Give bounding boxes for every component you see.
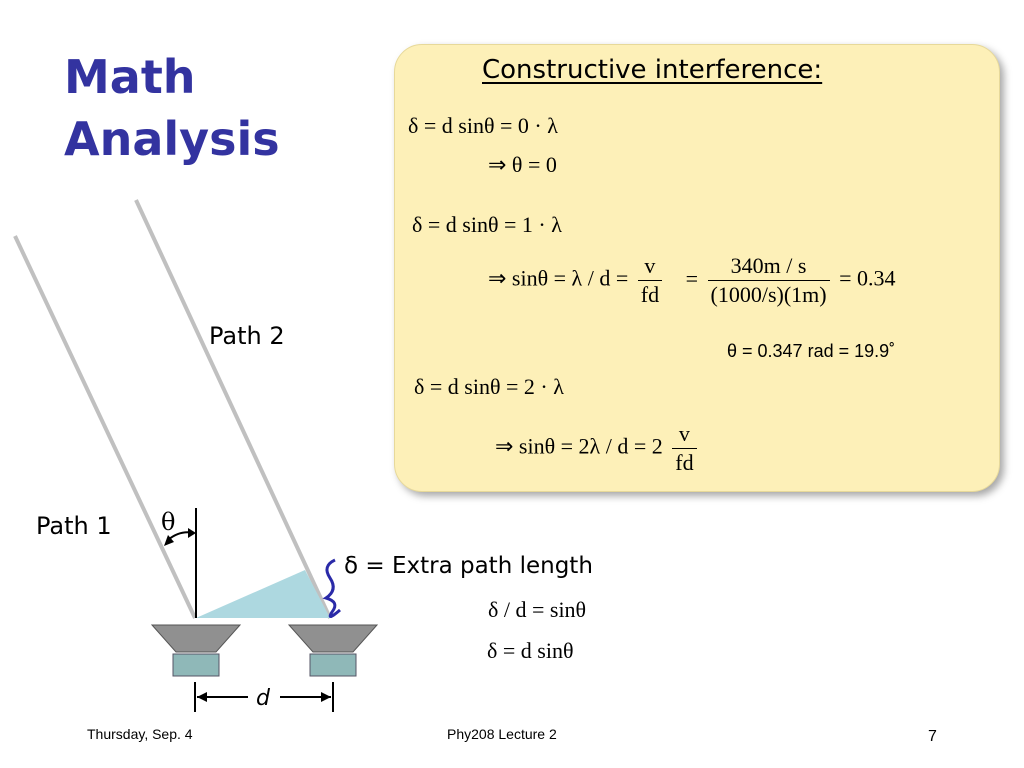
fraction-numerator: 340m / s (707, 252, 830, 281)
fraction-v-over-fd-2: v fd (672, 420, 697, 477)
speaker-icon (287, 624, 379, 653)
equation-theta-zero: ⇒ θ = 0 (488, 152, 557, 177)
equation-sin-theta-2-lhs: ⇒ sinθ = 2λ / d = 2 (495, 433, 663, 459)
fraction-denominator: fd (675, 450, 694, 475)
page-number: 7 (928, 728, 937, 745)
box-heading: Constructive interference: (482, 55, 823, 85)
delta-label: δ = Extra path length (344, 553, 593, 579)
equation-delta: δ = d sinθ (487, 638, 574, 663)
fraction-numeric: 340m / s (1000/s)(1m) (707, 252, 830, 309)
fraction-v-over-fd: v fd (637, 252, 663, 309)
arrowhead-icon (188, 528, 196, 538)
equation-result-value: = 0.34 (839, 265, 896, 291)
equation-order-2: δ = d sinθ = 2 · λ (414, 374, 564, 399)
fraction-denominator: (1000/s)(1m) (710, 282, 827, 307)
title-line-2: Analysis (64, 112, 280, 166)
fraction-numerator: v (637, 252, 663, 281)
footer-course: Phy208 Lecture 2 (447, 726, 557, 742)
fraction-denominator: fd (640, 282, 660, 307)
equation-sin-theta: ⇒ sinθ = λ / d = v fd = 340m / s (1000/s… (488, 252, 896, 309)
footer-date: Thursday, Sep. 4 (87, 726, 193, 742)
fraction-numerator: v (672, 420, 697, 449)
equation-delta-over-d: δ / d = sinθ (488, 597, 587, 622)
equation-order-1: δ = d sinθ = 1 · λ (412, 212, 562, 237)
theta-result: θ = 0.347 rad = 19.9˚ (727, 341, 896, 361)
distance-label: d (256, 686, 270, 711)
speaker-base-icon (309, 653, 357, 677)
equation-order-0: δ = d sinθ = 0 · λ (408, 113, 558, 138)
speaker-icon (150, 624, 242, 653)
arrowhead-icon (164, 535, 174, 546)
slide-title: Math Analysis (64, 46, 280, 170)
title-line-1: Math (64, 50, 196, 104)
equation-sin-theta-lhs: ⇒ sinθ = λ / d = (488, 265, 629, 291)
arrowhead-icon (321, 692, 331, 702)
path-2-line (134, 199, 332, 619)
theta-label: θ (161, 508, 176, 536)
speaker-base-icon (172, 653, 220, 677)
path-1-line (13, 235, 197, 619)
path-1-label: Path 1 (36, 512, 112, 540)
equals-sign: = (685, 265, 698, 291)
extra-path-wedge (196, 570, 330, 618)
equation-sin-theta-2: ⇒ sinθ = 2λ / d = 2 v fd (495, 420, 701, 477)
brace-icon (322, 558, 341, 618)
arrowhead-icon (197, 692, 207, 702)
path-2-label: Path 2 (209, 322, 285, 350)
equation-box (394, 44, 1000, 492)
